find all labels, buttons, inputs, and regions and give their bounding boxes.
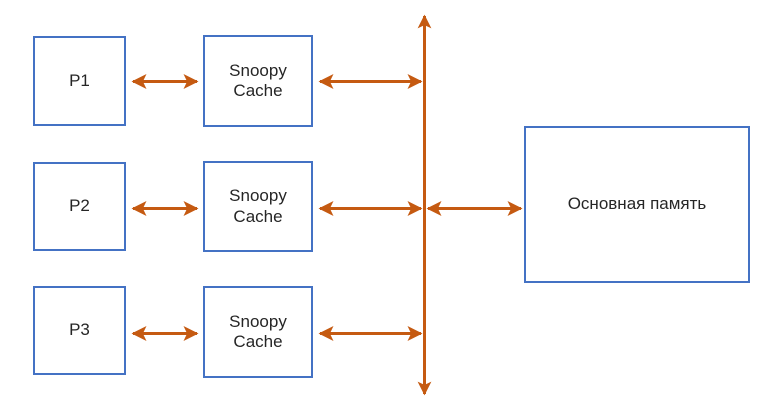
node-label: P1 bbox=[69, 70, 90, 90]
node-snoopy-cache-3[interactable]: Snoopy Cache bbox=[203, 286, 313, 378]
node-label: Snoopy Cache bbox=[229, 186, 287, 226]
node-processor-p2[interactable]: P2 bbox=[33, 162, 126, 251]
node-label: P2 bbox=[69, 196, 90, 216]
node-label: Snoopy Cache bbox=[229, 311, 287, 351]
node-processor-p1[interactable]: P1 bbox=[33, 36, 126, 126]
node-label: Основная память bbox=[567, 194, 707, 214]
node-label: Snoopy Cache bbox=[229, 60, 287, 100]
node-snoopy-cache-2[interactable]: Snoopy Cache bbox=[203, 161, 313, 252]
node-main-memory[interactable]: Основная память bbox=[524, 126, 750, 283]
node-label: P3 bbox=[69, 320, 90, 340]
node-snoopy-cache-1[interactable]: Snoopy Cache bbox=[203, 35, 313, 127]
node-processor-p3[interactable]: P3 bbox=[33, 286, 126, 375]
